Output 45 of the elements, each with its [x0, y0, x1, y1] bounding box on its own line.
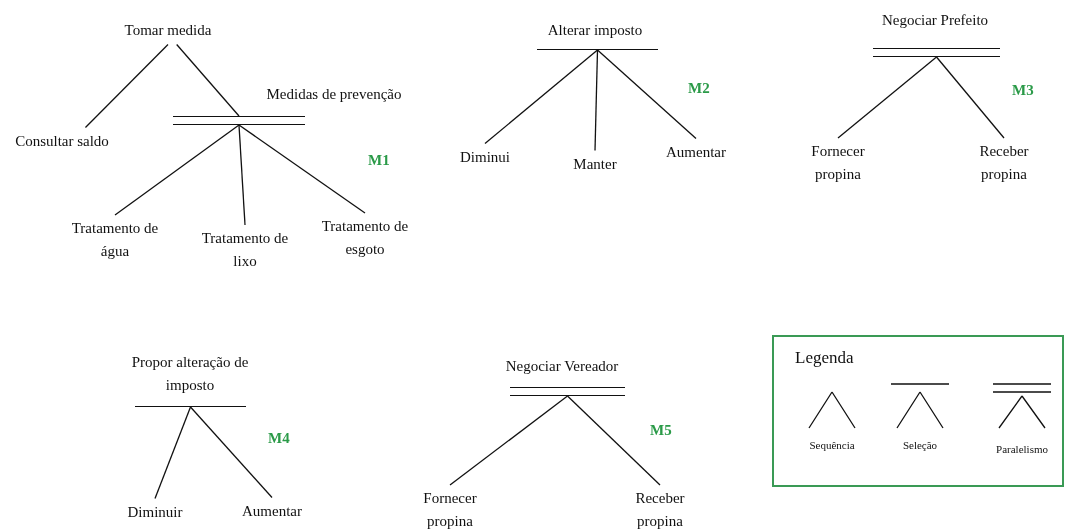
tree-line [189, 406, 273, 499]
task-label: Fornecer propina [410, 487, 490, 531]
task-label: Tomar medida [124, 18, 212, 42]
model-label: M1 [368, 152, 390, 169]
model-label: M2 [688, 80, 710, 97]
model-label: M4 [268, 430, 290, 447]
task-label: Propor alteração de imposto [120, 351, 260, 397]
double-bar [873, 48, 1000, 57]
task-label: Diminui [460, 145, 510, 169]
tree-line [566, 395, 661, 486]
model-label: M3 [1012, 82, 1034, 99]
tree-line [484, 49, 599, 145]
model-label: M5 [650, 422, 672, 439]
tree-line [84, 43, 169, 129]
task-label: Consultar saldo [15, 129, 109, 153]
task-label: Tratamento de água [67, 217, 163, 263]
legend-text: Seleção [902, 439, 938, 451]
task-label: Aumentar [242, 499, 302, 523]
task-label: Negociar Vereador [505, 354, 619, 378]
task-label: Alterar imposto [547, 18, 643, 42]
task-label: Receber propina [620, 487, 700, 531]
tree-line [935, 56, 1005, 139]
task-label: Manter [573, 152, 617, 176]
tree-line [176, 43, 240, 117]
tree-line [837, 56, 938, 139]
double-bar [510, 387, 625, 396]
legend-title: Legenda [795, 348, 854, 368]
task-label: Aumentar [666, 140, 726, 164]
tree-line [114, 124, 240, 216]
task-label: Diminuir [127, 500, 183, 524]
tree-line [594, 49, 599, 152]
tree-line [449, 395, 569, 486]
task-label: Fornecer propina [798, 140, 878, 186]
task-label: Receber propina [964, 140, 1044, 186]
tree-line [238, 124, 366, 214]
task-label: Tratamento de esgoto [317, 215, 413, 261]
tree-line [596, 49, 697, 140]
task-label: Negociar Prefeito [881, 8, 989, 32]
task-label: Tratamento de lixo [197, 227, 293, 273]
legend-text: Paralelismo [996, 443, 1048, 455]
legend-text: Sequência [809, 439, 855, 451]
double-bar [173, 116, 305, 125]
task-label: Medidas de prevenção [266, 82, 402, 106]
tree-line [154, 406, 192, 500]
tree-line [238, 124, 246, 226]
